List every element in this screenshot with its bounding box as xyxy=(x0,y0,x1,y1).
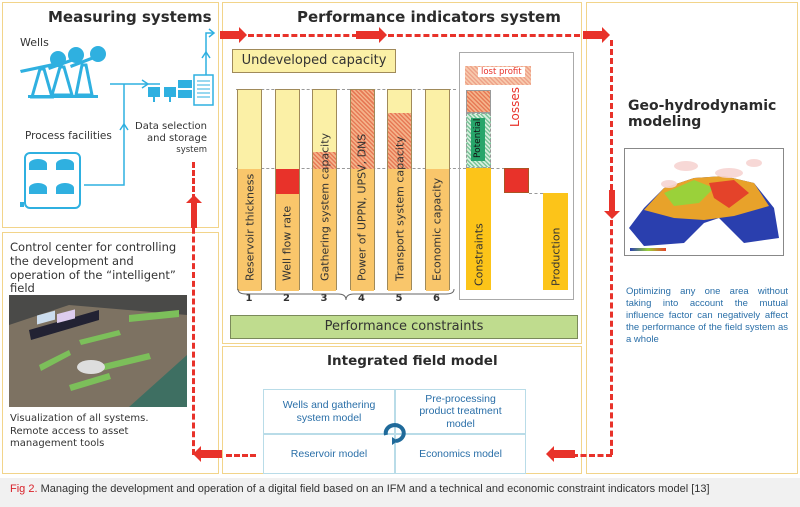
bar-label: Power of UPPN, UPSV, DNS xyxy=(355,133,369,281)
wells-label: Wells xyxy=(20,36,49,49)
bar-segment-hatch xyxy=(313,152,336,169)
flow-arrow-3 xyxy=(583,27,610,43)
integrated-field-model-title: Integrated field model xyxy=(327,353,498,369)
bars-brace xyxy=(237,289,455,301)
bar-label: Reservoir thickness xyxy=(243,173,256,281)
bar-number: 3 xyxy=(320,293,328,304)
losses-label: Losses xyxy=(508,87,522,127)
cycle-icon xyxy=(383,423,406,445)
figure-caption: Fig 2. Managing the development and oper… xyxy=(0,478,800,507)
integrated-field-model-panel xyxy=(222,346,582,474)
bar-label: Well flow rate xyxy=(280,205,294,281)
flow-line-top-1 xyxy=(248,34,358,37)
bar-segment-light xyxy=(388,90,411,113)
ifm-cell-wells-gathering: Wells and gathering system model xyxy=(263,389,395,434)
bar-label: Gathering system capacity xyxy=(318,132,331,281)
flow-arrow-2 xyxy=(356,27,387,43)
bar-segment-hatch xyxy=(388,113,411,169)
lost-profit-segment xyxy=(466,90,491,113)
flow-arrow-left-control xyxy=(193,446,222,462)
flow-arrow-1 xyxy=(220,27,247,43)
flow-line-left-upper xyxy=(192,162,195,200)
ifm-cell-reservoir: Reservoir model xyxy=(263,434,395,474)
bar-number: 4 xyxy=(358,293,365,304)
bar-number: 5 xyxy=(395,293,403,304)
bar-segment-light xyxy=(275,90,299,169)
process-facilities-icon xyxy=(20,152,81,209)
ifm-cell-preprocessing: Pre-processing product treatment model xyxy=(395,389,526,434)
reservoir-3d-model-image xyxy=(624,148,784,256)
lost-profit-label: lost profit xyxy=(478,67,525,77)
flow-line-right-lower xyxy=(610,220,613,455)
bar-segment-orange xyxy=(388,169,411,291)
bar-number: 6 xyxy=(433,293,440,304)
geo-modeling-note: Optimizing any one area without taking i… xyxy=(626,286,788,345)
undeveloped-capacity-box: Undeveloped capacity xyxy=(232,49,396,73)
flow-arrow-left-ifm xyxy=(546,446,575,462)
pump-jacks-icon xyxy=(20,46,106,99)
bar-label: Economic capacity xyxy=(430,177,444,281)
bar-segment-orange xyxy=(238,169,261,291)
bar-segment-orange xyxy=(275,194,299,291)
capacity-bar: Reservoir thickness xyxy=(237,89,262,291)
control-room-photo xyxy=(9,295,187,407)
bar-number: 2 xyxy=(283,293,290,304)
top-capacity-line xyxy=(236,89,456,90)
control-center-caption: Visualization of all systems. Remote acc… xyxy=(10,413,149,449)
performance-constraints-box: Performance constraints xyxy=(230,315,578,339)
ifm-cell-economics: Economics model xyxy=(395,434,526,474)
capacity-bar: Economic capacity xyxy=(424,89,450,291)
flow-line-bottom-right xyxy=(572,454,612,457)
bar-segment-light xyxy=(425,90,449,169)
losses-bar xyxy=(504,168,529,193)
measuring-systems-title: Measuring systems xyxy=(48,8,212,26)
bar-segment-light xyxy=(313,90,336,152)
capacity-bar: Power of UPPN, UPSV, DNS xyxy=(349,89,375,291)
geo-modeling-title: Geo-hydrodynamic modeling xyxy=(628,98,777,131)
capacity-bar: Gathering system capacity xyxy=(312,89,337,291)
bar-segment-orange xyxy=(313,169,336,291)
potential-label: Potential xyxy=(471,118,485,161)
flow-line-bottom-left xyxy=(226,454,256,457)
flow-arrow-up xyxy=(186,195,202,228)
constraints-bar: Constraints xyxy=(466,168,491,290)
performance-indicators-title: Performance indicators system xyxy=(297,8,561,26)
control-center-title: Control center for controlling the devel… xyxy=(10,240,177,296)
flow-line-left xyxy=(192,210,195,455)
capacity-bar: Transport system capacity xyxy=(387,89,412,291)
production-line xyxy=(529,193,543,194)
bar-number: 1 xyxy=(245,293,253,304)
bar-segment-orange xyxy=(350,169,374,291)
flow-line-top-2 xyxy=(388,34,580,37)
flow-arrow-down xyxy=(604,190,620,219)
production-bar: Production xyxy=(543,193,568,290)
bar-segment-red xyxy=(275,169,299,194)
flow-line-right xyxy=(610,40,613,190)
process-facilities-label: Process facilities xyxy=(25,130,112,142)
data-selection-storage-label: Data selection and storage system xyxy=(135,121,208,155)
bar-segment-orange xyxy=(425,169,449,291)
bar-segment-hatch xyxy=(350,90,374,169)
losses-chart-frame xyxy=(459,52,574,300)
bar-label: Transport system capacity xyxy=(393,136,406,281)
data-flow-lines xyxy=(84,28,216,186)
figure-caption-text: Managing the development and operation o… xyxy=(37,483,710,495)
figure-number: Fig 2. xyxy=(10,483,38,495)
bar-segment-light xyxy=(238,90,261,169)
capacity-bar: Well flow rate xyxy=(274,89,300,291)
losses-line xyxy=(491,168,505,169)
